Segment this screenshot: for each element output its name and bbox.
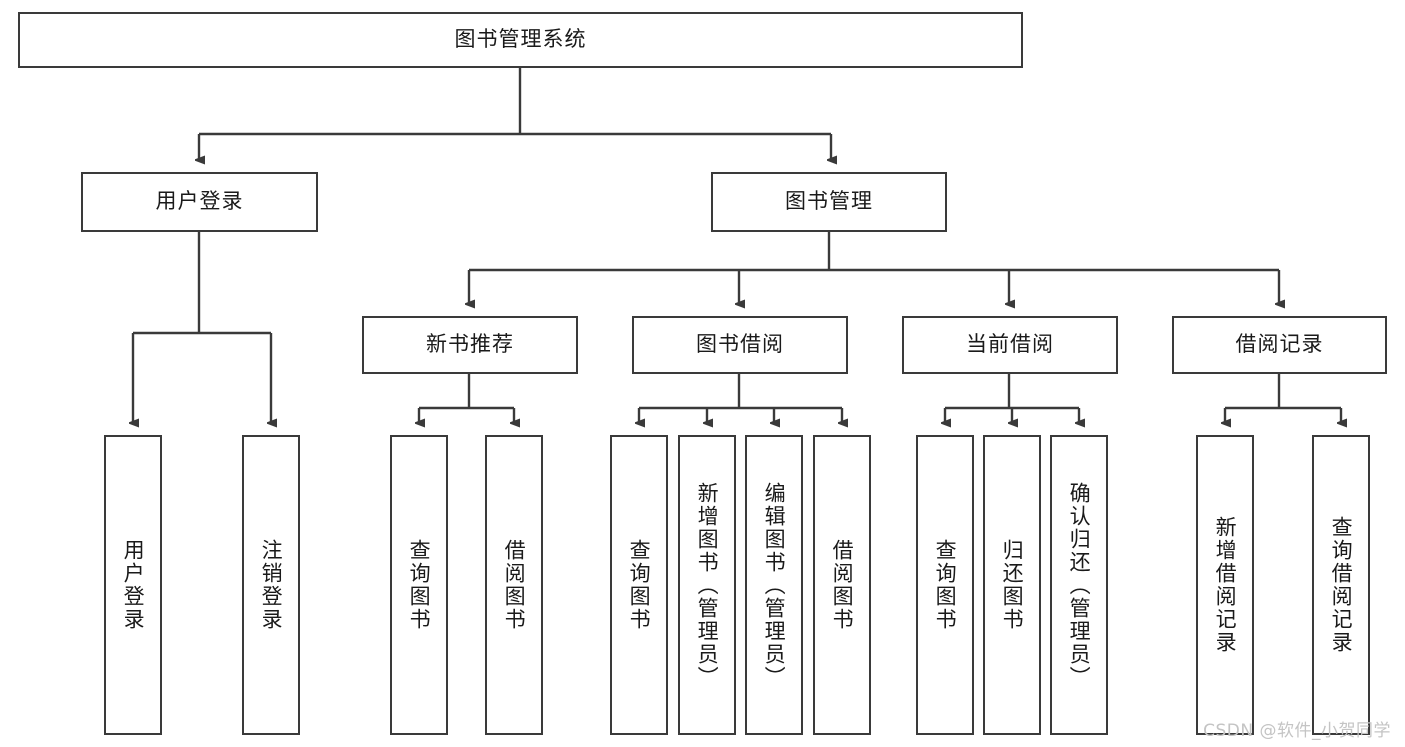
node-book-borrow-label: 图书借阅 [696, 332, 784, 357]
node-root-label: 图书管理系统 [454, 27, 587, 52]
leaf-add-book-label: 新增图书（管理员） [695, 481, 720, 689]
leaf-edit-book-label: 编辑图书（管理员） [762, 481, 787, 689]
leaf-logout-label: 注销登录 [259, 539, 284, 631]
leaf-query-book-1-label: 查询图书 [407, 539, 432, 631]
leaf-borrow-book-2[interactable]: 借阅图书 [813, 435, 871, 735]
csdn-watermark: CSDN @软件_小贺同学 [1203, 721, 1391, 741]
leaf-query-record-label: 查询借阅记录 [1329, 516, 1354, 654]
leaf-borrow-book-1[interactable]: 借阅图书 [485, 435, 543, 735]
leaf-add-book[interactable]: 新增图书（管理员） [678, 435, 736, 735]
leaf-user-login-label: 用户登录 [121, 539, 146, 631]
node-borrow-record[interactable]: 借阅记录 [1172, 316, 1387, 374]
leaf-query-record[interactable]: 查询借阅记录 [1312, 435, 1370, 735]
leaf-query-book-1[interactable]: 查询图书 [390, 435, 448, 735]
leaf-query-book-3-label: 查询图书 [933, 539, 958, 631]
node-book-manage-label: 图书管理 [785, 189, 873, 214]
node-new-book-rec[interactable]: 新书推荐 [362, 316, 578, 374]
node-book-manage[interactable]: 图书管理 [711, 172, 947, 232]
leaf-add-record-label: 新增借阅记录 [1213, 516, 1238, 654]
leaf-confirm-return-label: 确认归还（管理员） [1067, 481, 1092, 689]
leaf-logout[interactable]: 注销登录 [242, 435, 300, 735]
node-current-borrow[interactable]: 当前借阅 [902, 316, 1118, 374]
leaf-edit-book[interactable]: 编辑图书（管理员） [745, 435, 803, 735]
node-user-login-label: 用户登录 [155, 189, 244, 214]
leaf-return-book[interactable]: 归还图书 [983, 435, 1041, 735]
leaf-user-login[interactable]: 用户登录 [104, 435, 162, 735]
leaf-query-book-3[interactable]: 查询图书 [916, 435, 974, 735]
leaf-add-record[interactable]: 新增借阅记录 [1196, 435, 1254, 735]
leaf-query-book-2[interactable]: 查询图书 [610, 435, 668, 735]
leaf-return-book-label: 归还图书 [1000, 539, 1025, 631]
node-current-borrow-label: 当前借阅 [966, 332, 1054, 357]
leaf-borrow-book-1-label: 借阅图书 [502, 539, 527, 631]
node-new-book-rec-label: 新书推荐 [426, 332, 514, 357]
node-borrow-record-label: 借阅记录 [1235, 332, 1324, 357]
node-book-borrow[interactable]: 图书借阅 [632, 316, 848, 374]
node-user-login[interactable]: 用户登录 [81, 172, 318, 232]
leaf-borrow-book-2-label: 借阅图书 [830, 539, 855, 631]
node-root[interactable]: 图书管理系统 [18, 12, 1023, 68]
leaf-query-book-2-label: 查询图书 [627, 539, 652, 631]
leaf-confirm-return[interactable]: 确认归还（管理员） [1050, 435, 1108, 735]
